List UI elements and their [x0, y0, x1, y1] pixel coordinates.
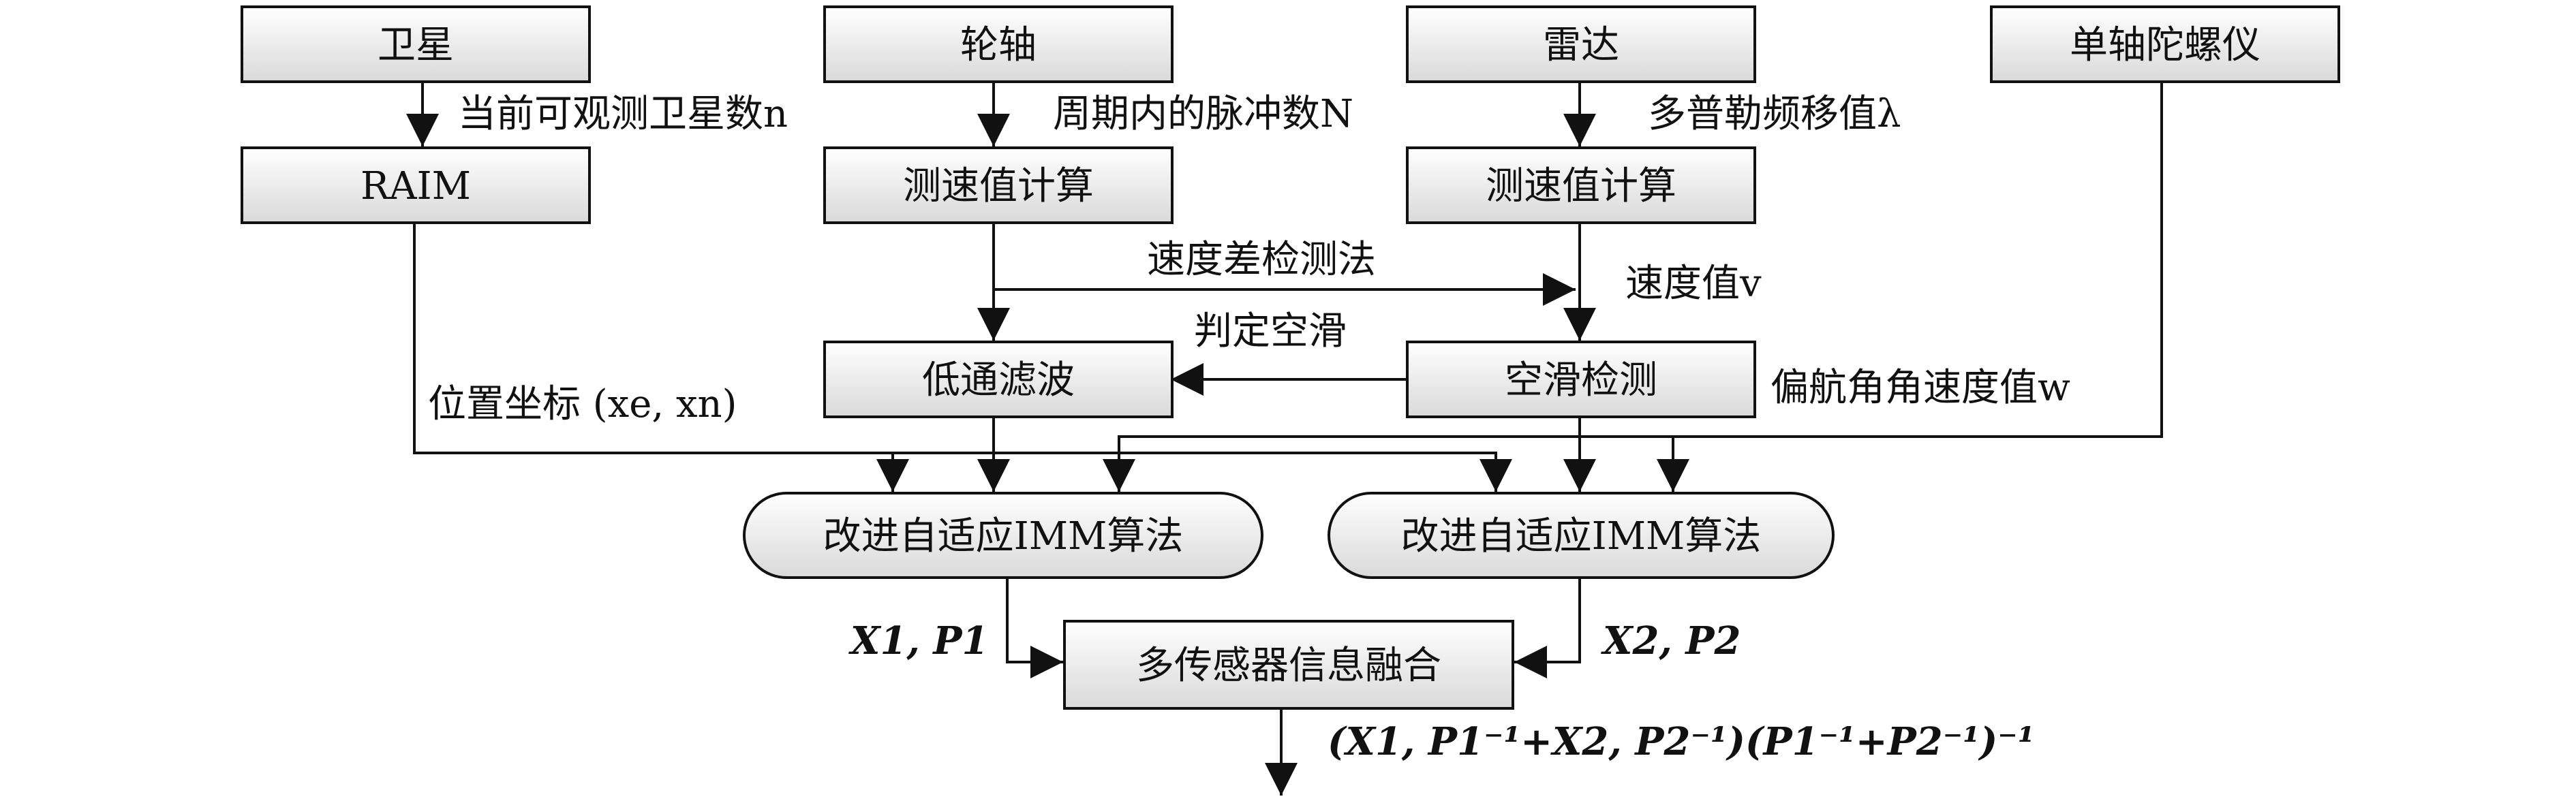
node-speed-calc-wheel-label: 测速值计算 — [903, 164, 1094, 208]
line-gyro — [1103, 82, 2163, 492]
connectors — [406, 82, 2163, 796]
node-imm-left: 改进自适应IMM算法 — [743, 492, 1263, 579]
label-fusion-output: (X1, P1⁻¹+X2, P2⁻¹)(P1⁻¹+P2⁻¹)⁻¹ — [1328, 719, 2034, 764]
node-fusion-label: 多传感器信息融合 — [1136, 644, 1441, 688]
node-slip-detect-label: 空滑检测 — [1505, 358, 1657, 403]
label-left-output: X1, P1 — [848, 618, 988, 663]
node-satellite: 卫星 — [241, 5, 591, 83]
node-wheel-axle-label: 轮轴 — [960, 23, 1037, 67]
label-right-output: X2, P2 — [1601, 618, 1741, 663]
arrow-left-imm-to-fusion — [1006, 578, 1063, 678]
node-radar: 雷达 — [1406, 5, 1756, 83]
label-speed-value: 速度值v — [1625, 262, 1762, 306]
node-wheel-axle: 轮轴 — [823, 5, 1174, 83]
label-doppler: 多普勒频移值λ — [1648, 92, 1901, 136]
node-satellite-label: 卫星 — [378, 23, 454, 67]
arrow-right-imm-to-fusion — [1514, 578, 1581, 678]
node-radar-label: 雷达 — [1543, 23, 1619, 67]
label-yaw-rate: 偏航角角速度值w — [1770, 366, 2070, 410]
node-raim-label: RAIM — [361, 164, 471, 208]
node-imm-left-label: 改进自适应IMM算法 — [823, 514, 1184, 559]
label-pulse-count: 周期内的脉冲数N — [1053, 92, 1353, 136]
label-judge-slip: 判定空滑 — [1194, 309, 1347, 354]
node-slip-detect: 空滑检测 — [1406, 341, 1756, 418]
node-speed-calc-radar-label: 测速值计算 — [1486, 164, 1676, 208]
node-raim: RAIM — [241, 146, 591, 224]
node-lowpass: 低通滤波 — [823, 341, 1174, 418]
line-raim-position — [413, 223, 1512, 492]
node-speed-calc-wheel: 测速值计算 — [823, 146, 1174, 224]
node-speed-calc-radar: 测速值计算 — [1406, 146, 1756, 224]
label-position: 位置坐标 (xe, xn) — [428, 382, 737, 426]
node-fusion: 多传感器信息融合 — [1063, 620, 1514, 710]
node-gyro-label: 单轴陀螺仪 — [2070, 23, 2260, 67]
label-speed-diff: 速度差检测法 — [1147, 238, 1376, 282]
node-imm-right: 改进自适应IMM算法 — [1328, 492, 1835, 579]
node-gyro: 单轴陀螺仪 — [1990, 5, 2340, 83]
node-imm-right-label: 改进自适应IMM算法 — [1401, 514, 1762, 559]
label-satellite-count: 当前可观测卫星数n — [458, 92, 788, 136]
node-lowpass-label: 低通滤波 — [922, 358, 1075, 403]
